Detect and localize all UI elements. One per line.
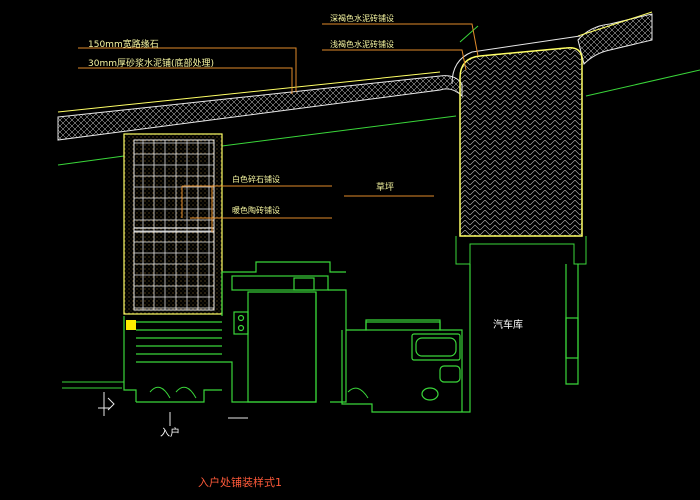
entry-walls bbox=[62, 261, 579, 413]
note-mortar-30: 30mm厚砂浆水泥铺(底部处理) bbox=[88, 59, 215, 69]
note-light-block: 浅褐色水泥砖铺设 bbox=[330, 40, 394, 49]
entrance-marker bbox=[98, 392, 248, 426]
site-boundary-lines bbox=[57, 25, 700, 166]
note-dark-tile: 暖色陶砖铺设 bbox=[232, 206, 280, 215]
room-label-lawn: 草坪 bbox=[376, 183, 395, 193]
dark-block-planter bbox=[451, 35, 587, 265]
drawing-title: 入户处铺装样式1 bbox=[198, 476, 282, 489]
note-white-stone: 白色碎石铺设 bbox=[232, 175, 280, 184]
leader-lines bbox=[78, 23, 479, 232]
tiled-planter bbox=[123, 133, 223, 330]
note-paving-150: 150mm宽路缘石 bbox=[88, 40, 159, 50]
room-label-entrance: 入户 bbox=[160, 428, 180, 439]
note-dark-block: 深褐色水泥砖铺设 bbox=[330, 14, 394, 23]
curb-strip bbox=[57, 11, 653, 141]
room-label-garage: 汽车库 bbox=[493, 320, 523, 331]
